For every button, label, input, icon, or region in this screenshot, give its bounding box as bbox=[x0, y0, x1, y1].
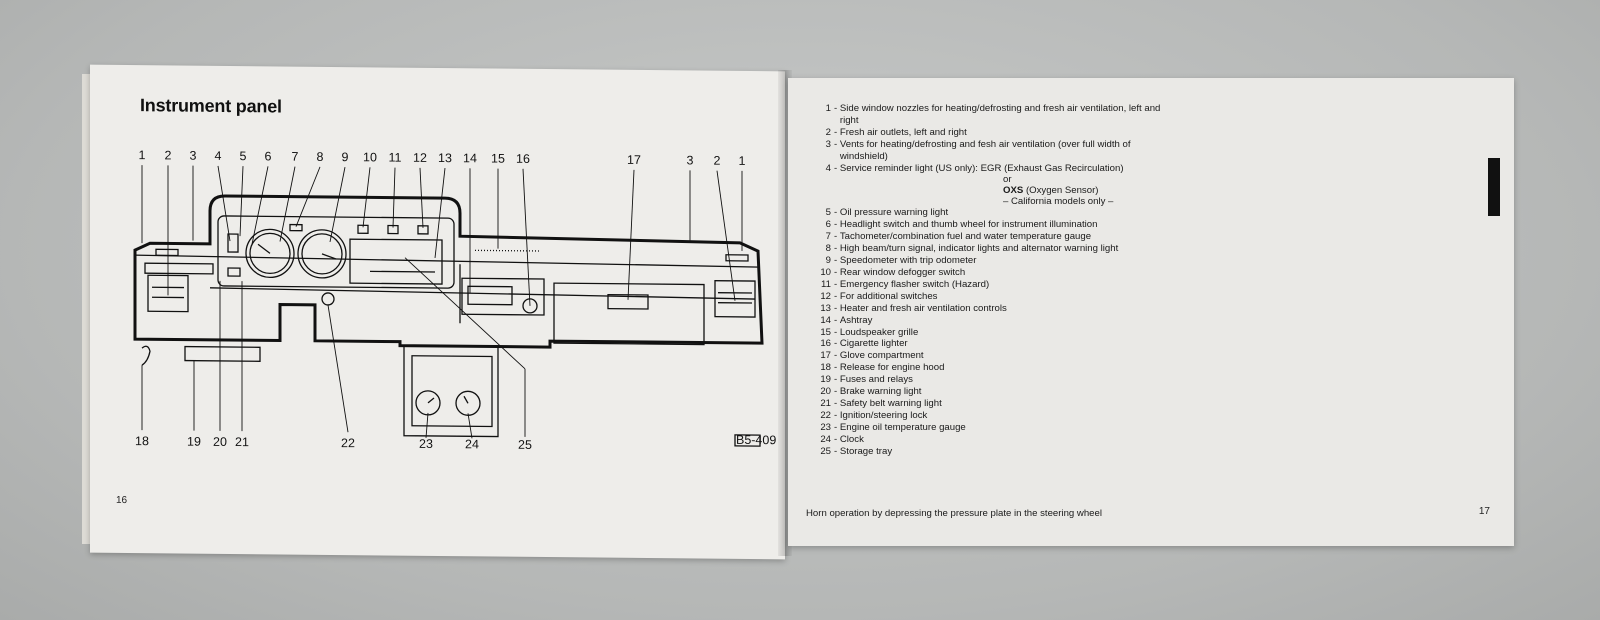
callout-number: 3 bbox=[190, 149, 197, 163]
callout-number: 14 bbox=[463, 151, 477, 165]
legend-item: 10- Rear window defogger switch bbox=[820, 266, 966, 278]
legend-item: 21- Safety belt warning light bbox=[820, 397, 942, 409]
callout-number: 17 bbox=[627, 153, 641, 167]
callout-number: 3 bbox=[687, 153, 694, 167]
instrument-panel-diagram: B5-409 bbox=[133, 148, 776, 452]
callout-number: 9 bbox=[342, 150, 349, 164]
callout-number: 2 bbox=[165, 148, 172, 162]
legend-item: 22- Ignition/steering lock bbox=[820, 409, 928, 421]
callout-number: 13 bbox=[438, 151, 452, 165]
page-number-right: 17 bbox=[1478, 506, 1490, 517]
legend-item: 12- For additional switches bbox=[820, 290, 938, 302]
legend-item: 6- Headlight switch and thumb wheel for … bbox=[825, 219, 1098, 231]
right-page: 1- Side window nozzles for heating/defro… bbox=[788, 78, 1514, 546]
legend-item-4-california: – California models only – bbox=[1003, 196, 1114, 208]
callout-number: 16 bbox=[516, 152, 530, 166]
figure-code: B5-409 bbox=[736, 433, 776, 447]
left-page: Instrument panel bbox=[90, 64, 785, 560]
legend-list: 1- Side window nozzles for heating/defro… bbox=[806, 103, 1166, 457]
legend-item: 16- Cigarette lighter bbox=[820, 338, 908, 350]
callout-number: 4 bbox=[215, 149, 222, 163]
callout-number: 10 bbox=[363, 150, 377, 164]
horn-note: Horn operation by depressing the pressur… bbox=[806, 508, 1102, 519]
callout-number: 21 bbox=[235, 435, 249, 449]
legend-item: 7- Tachometer/combination fuel and water… bbox=[825, 231, 1092, 243]
legend-item: 5- Oil pressure warning light bbox=[825, 207, 949, 219]
legend-item: 25- Storage tray bbox=[820, 445, 893, 457]
legend-item: 13- Heater and fresh air ventilation con… bbox=[820, 302, 1007, 314]
legend-item: 9- Speedometer with trip odometer bbox=[825, 255, 977, 267]
legend-item: 2- Fresh air outlets, left and right bbox=[825, 126, 967, 138]
callout-number: 5 bbox=[240, 149, 247, 163]
callout-number: 22 bbox=[341, 436, 355, 450]
legend-item: 20- Brake warning light bbox=[820, 386, 922, 398]
legend-item: 17- Glove compartment bbox=[820, 350, 924, 362]
callout-number: 6 bbox=[265, 149, 272, 163]
callout-number: 15 bbox=[491, 152, 505, 166]
page-edge bbox=[82, 74, 92, 544]
callout-number: 1 bbox=[739, 154, 746, 168]
callout-number: 24 bbox=[465, 437, 479, 451]
callout-number: 8 bbox=[317, 150, 324, 164]
callout-number: 1 bbox=[139, 148, 146, 162]
legend-item: 8- High beam/turn signal, indicator ligh… bbox=[825, 243, 1119, 255]
callout-number: 12 bbox=[413, 151, 427, 165]
legend-item: 24- Clock bbox=[820, 433, 864, 445]
callout-number: 20 bbox=[213, 435, 227, 449]
legend-item: 3- Vents for heating/defrosting and fesh… bbox=[825, 138, 1131, 162]
legend-item-4-or: or bbox=[1003, 174, 1012, 186]
callout-number: 2 bbox=[714, 154, 721, 168]
legend-item: 1- Side window nozzles for heating/defro… bbox=[825, 103, 1161, 126]
callout-number: 18 bbox=[135, 434, 149, 448]
legend-item: 23- Engine oil temperature gauge bbox=[820, 421, 966, 433]
callout-number: 23 bbox=[419, 437, 433, 451]
page-number-left: 16 bbox=[116, 494, 128, 507]
legend-item-4-oxs: OXS (Oxygen Sensor) bbox=[1003, 185, 1099, 197]
legend-item: 18- Release for engine hood bbox=[820, 362, 945, 374]
legend-item: 4- Service reminder light (US only): EGR… bbox=[825, 162, 1124, 174]
section-tab-marker bbox=[1488, 158, 1500, 216]
legend-item: 15- Loudspeaker grille bbox=[820, 326, 919, 338]
callout-number: 19 bbox=[187, 435, 201, 449]
legend-item: 11- Emergency flasher switch (Hazard) bbox=[821, 278, 990, 290]
legend-item: 19- Fuses and relays bbox=[820, 374, 913, 386]
callout-number: 25 bbox=[518, 438, 532, 452]
callout-number: 7 bbox=[292, 150, 299, 164]
legend-item: 14- Ashtray bbox=[820, 314, 873, 326]
callout-number: 11 bbox=[389, 151, 402, 165]
